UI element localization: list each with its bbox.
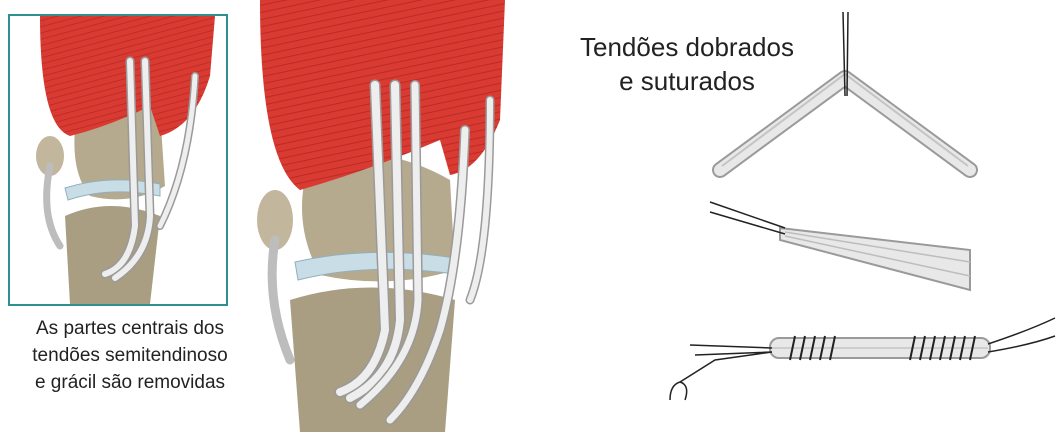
caption-line: tendões semitendinoso	[10, 342, 250, 369]
caption-line: As partes centrais dos	[10, 315, 250, 342]
knee-tendons-harvested-illustration	[250, 0, 510, 432]
heading-line: Tendões dobrados	[562, 30, 812, 64]
knee-tendons-in-place-illustration	[8, 14, 228, 306]
folded-sutured-heading: Tendões dobrados e suturados	[562, 30, 812, 98]
heading-line: e suturados	[562, 64, 812, 98]
whipstitched-tendon-graft	[670, 318, 1055, 400]
caption-line: e grácil são removidas	[10, 369, 250, 396]
suture-thread	[710, 202, 785, 234]
harvest-caption: As partes centrais dos tendões semitendi…	[10, 315, 250, 396]
bundled-tendon-graft	[710, 202, 970, 290]
